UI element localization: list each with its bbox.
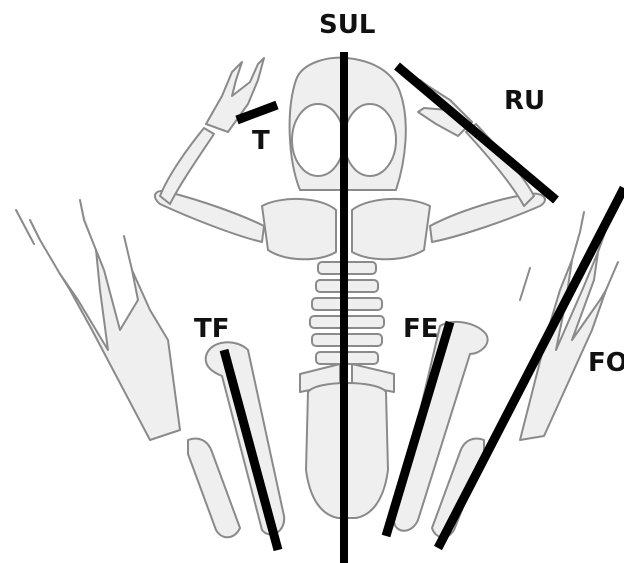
left-shoulder-girdle [262, 199, 336, 259]
right-shoulder-girdle [352, 199, 430, 259]
left-foot [60, 250, 180, 440]
right-foot [520, 252, 606, 440]
t-label: T [252, 128, 270, 154]
ru-label: RU [504, 88, 545, 114]
left-tibiofibula [188, 439, 240, 538]
right-eye-socket [344, 104, 396, 176]
tf-label: TF [194, 316, 230, 342]
left-radioulna [160, 128, 214, 204]
fe-label: FE [403, 316, 439, 342]
left-hand [206, 58, 264, 132]
left-eye-socket [292, 104, 344, 176]
fo-label: FO [588, 350, 624, 376]
sul-label: SUL [319, 12, 375, 38]
left-toes [16, 200, 132, 274]
